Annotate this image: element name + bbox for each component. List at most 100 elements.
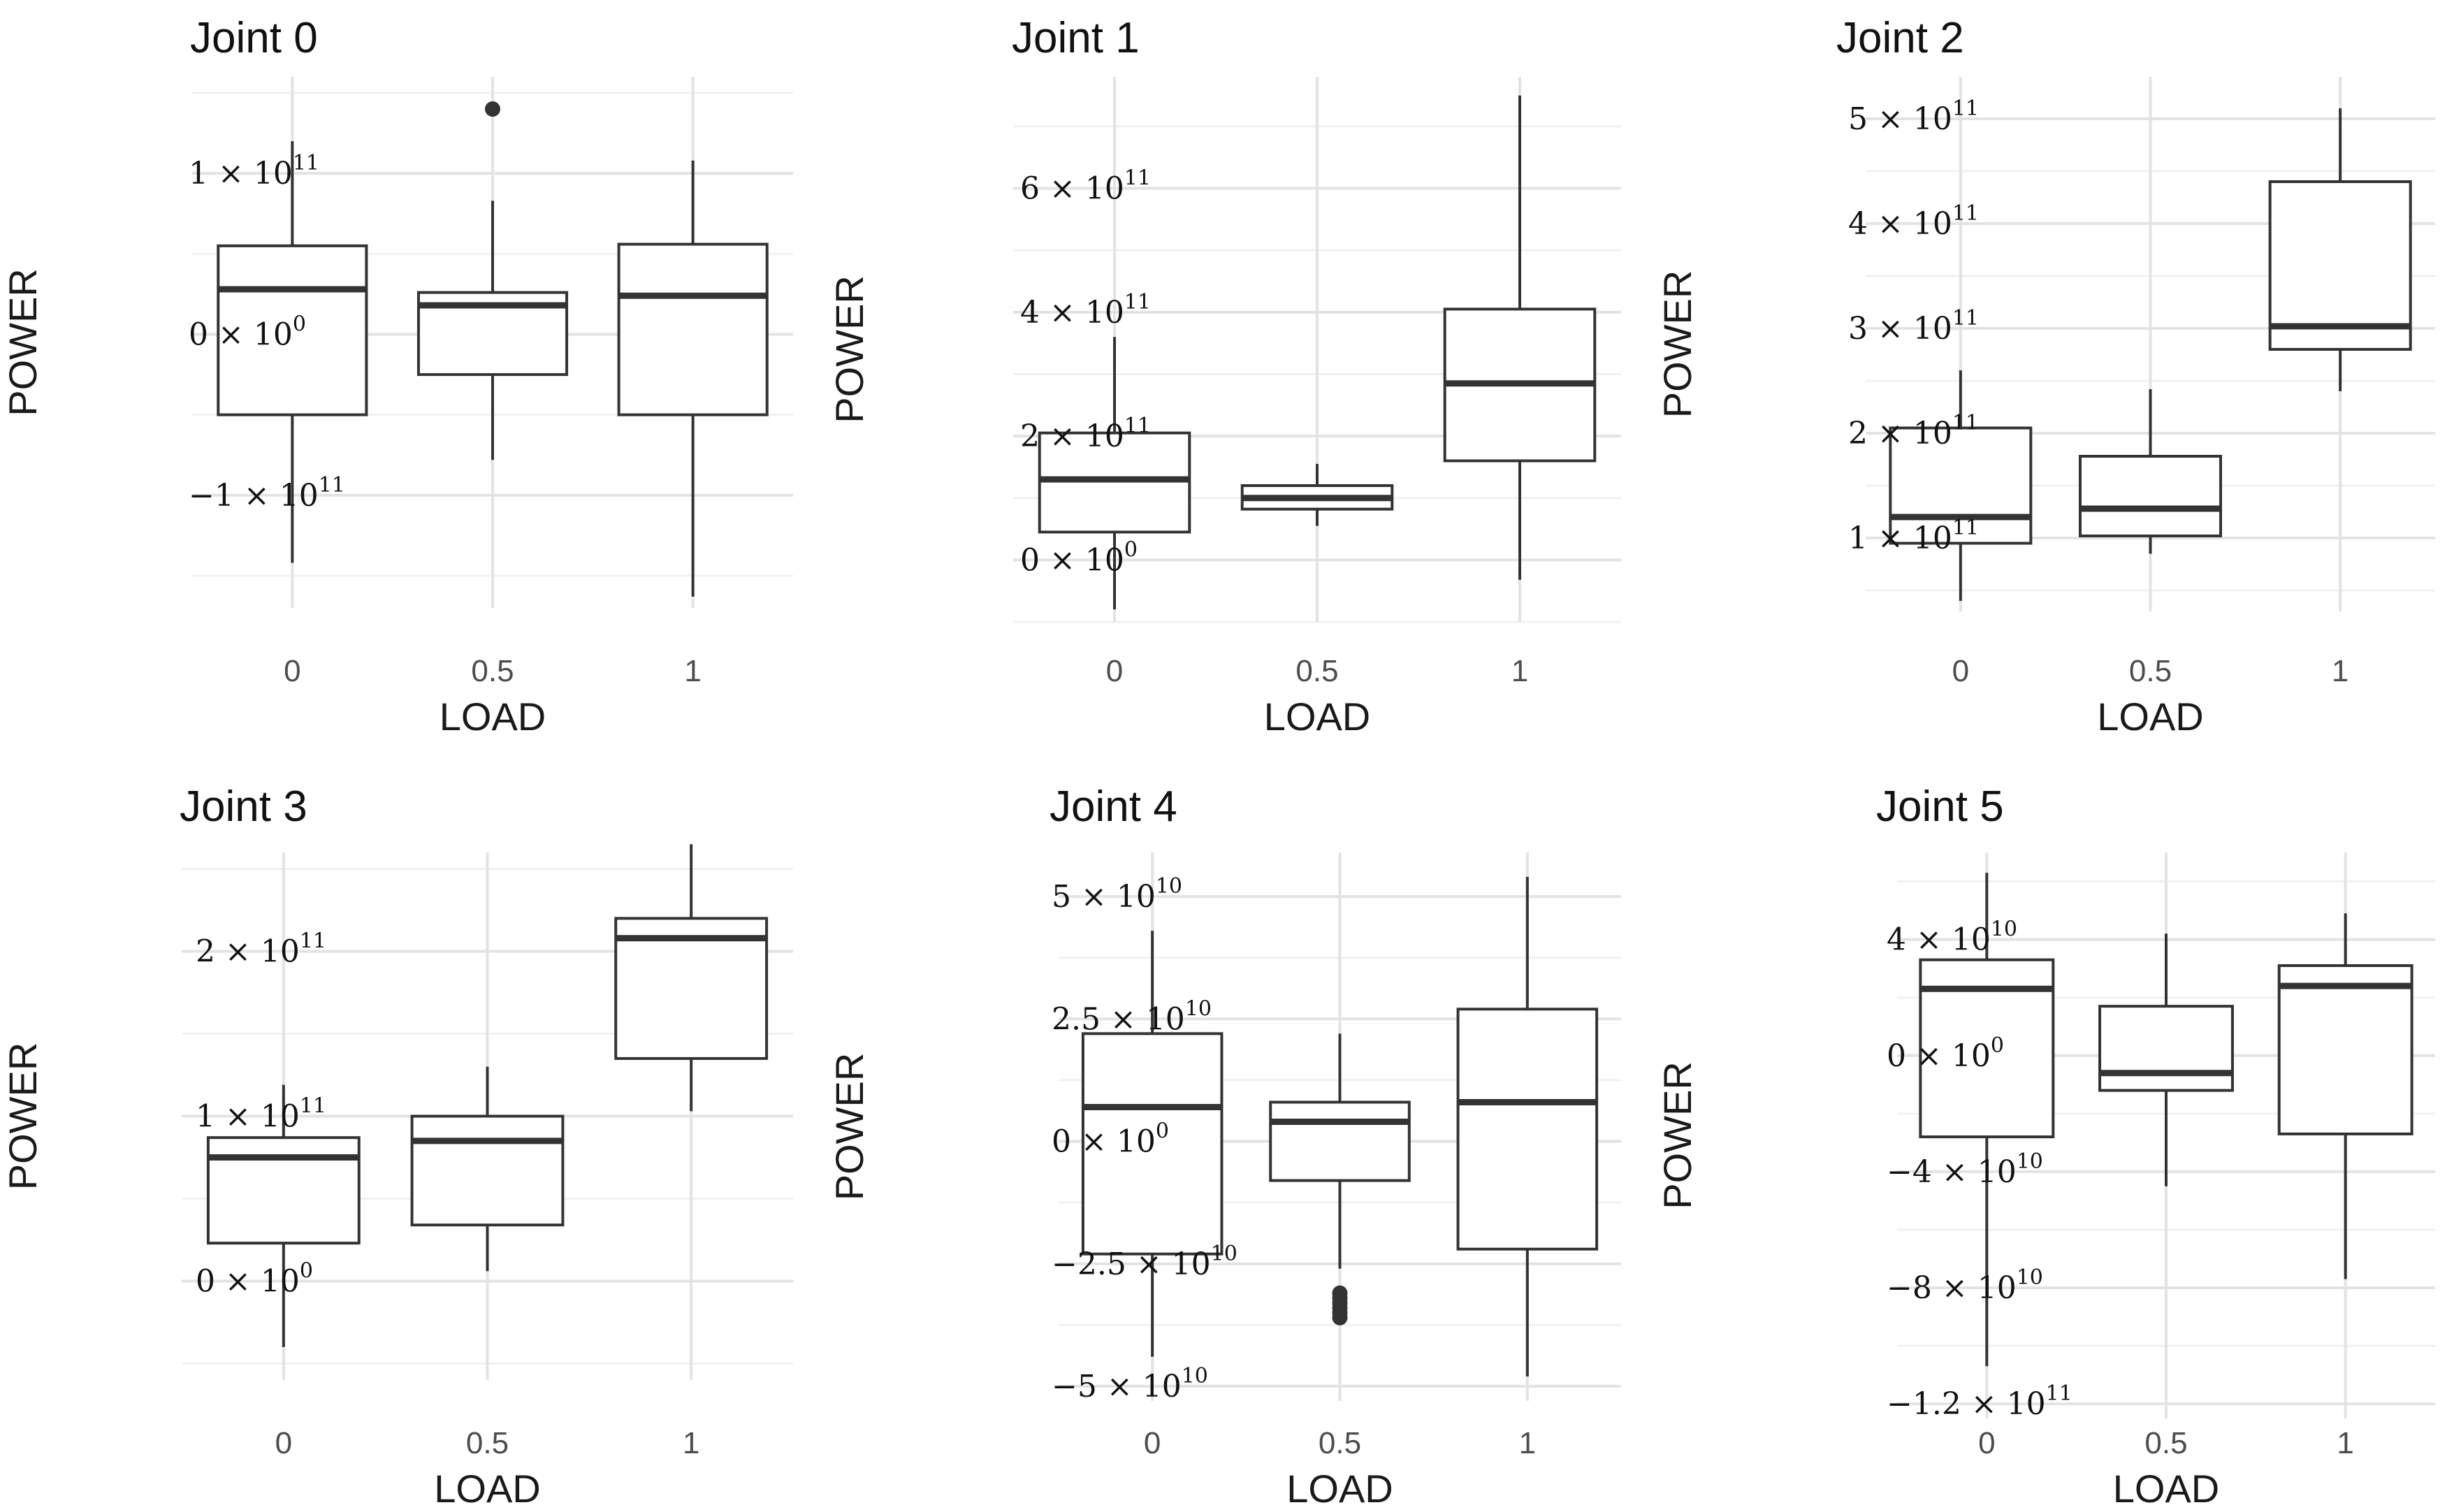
x-tick-label: 0 — [275, 1426, 292, 1460]
box-iqr — [2078, 455, 2223, 537]
x-tick-label: 0.5 — [1295, 654, 1338, 688]
y-tick-label: 2 × 1011 — [196, 929, 326, 970]
y-tick-label: −1 × 1011 — [189, 473, 345, 514]
y-tick-label: 4 × 1011 — [1848, 201, 1979, 242]
x-axis-title: LOAD — [2113, 1467, 2220, 1511]
y-tick-label: −8 × 1010 — [1887, 1265, 2043, 1306]
box-0 — [1038, 337, 1191, 610]
box-0 — [1081, 931, 1224, 1357]
box-iqr — [2098, 1005, 2234, 1092]
box-iqr — [1456, 1008, 1599, 1251]
y-tick-label: 0 × 100 — [1052, 1119, 1169, 1160]
panel-title: Joint 2 — [1836, 14, 1964, 62]
box-iqr — [614, 917, 769, 1060]
panel-joint-5: 4 × 1010 0 × 100 −4 × 1010 −8 × 1010 −1.2 × … — [1655, 783, 2435, 1511]
box-0.5 — [1240, 463, 1394, 526]
box-1 — [614, 844, 769, 1112]
x-tick-label: 1 — [683, 1426, 699, 1460]
y-tick-label: 5 × 1011 — [1848, 96, 1979, 137]
outlier-point — [485, 101, 500, 117]
x-tick-label: 0.5 — [2144, 1426, 2187, 1460]
panel-title: Joint 0 — [190, 14, 318, 62]
box-0.5 — [416, 101, 569, 460]
x-tick-label: 0.5 — [466, 1426, 509, 1460]
panel-joint-1: 6 × 1011 4 × 1011 2 × 1011 0 × 100 0 0.5 1LOAD… — [827, 14, 1621, 739]
y-tick-label: 0 × 100 — [1887, 1033, 2004, 1074]
box-iqr — [1889, 426, 2033, 545]
box-1 — [2268, 108, 2412, 391]
y-tick-label: 3 × 1011 — [1848, 306, 1979, 347]
y-tick-label: 5 × 1010 — [1052, 874, 1182, 915]
y-tick-label: 6 × 1011 — [1020, 166, 1151, 207]
y-tick-label: 0 × 100 — [196, 1258, 313, 1299]
y-axis-title: POWER — [1655, 1061, 1699, 1209]
y-tick-label: 0 × 100 — [1020, 537, 1138, 578]
y-tick-label: 2 × 1011 — [1848, 411, 1979, 451]
box-iqr — [410, 1114, 565, 1227]
box-1 — [617, 160, 769, 597]
box-0.5 — [1269, 1033, 1411, 1325]
box-iqr — [1081, 1032, 1224, 1256]
y-tick-label: 1 × 1011 — [196, 1094, 326, 1135]
y-tick-label: −1.2 × 1011 — [1887, 1381, 2072, 1422]
outlier-point — [1332, 1309, 1348, 1325]
y-tick-label: 4 × 1010 — [1887, 917, 2017, 958]
box-1 — [1456, 877, 1599, 1376]
x-tick-label: 0.5 — [2129, 654, 2172, 688]
x-tick-label: 1 — [1511, 654, 1528, 688]
box-iqr — [2268, 180, 2412, 351]
y-tick-label: 1 × 1011 — [189, 151, 319, 191]
box-0.5 — [2098, 933, 2234, 1186]
y-axis-title: POWER — [1, 1042, 45, 1191]
x-tick-label: 0.5 — [471, 654, 514, 688]
y-axis-title: POWER — [1, 268, 45, 416]
y-axis-title: POWER — [1655, 270, 1699, 419]
x-axis-title: LOAD — [434, 1467, 541, 1511]
y-axis-title: POWER — [827, 1053, 871, 1201]
x-axis-title: LOAD — [440, 695, 546, 739]
x-tick-label: 0 — [284, 654, 300, 688]
x-tick-label: 0 — [1144, 1426, 1161, 1460]
x-tick-label: 1 — [684, 654, 701, 688]
box-0 — [217, 141, 368, 563]
panel-title: Joint 5 — [1876, 783, 2004, 831]
x-tick-label: 1 — [2337, 1426, 2353, 1460]
y-tick-label: 2 × 1011 — [1020, 414, 1151, 454]
box-iqr — [617, 242, 769, 416]
x-tick-label: 0 — [1952, 654, 1969, 688]
panel-title: Joint 1 — [1012, 14, 1140, 62]
x-axis-title: LOAD — [1264, 695, 1371, 739]
box-iqr — [217, 244, 368, 416]
y-tick-label: −4 × 1010 — [1887, 1149, 2043, 1190]
box-0.5 — [2078, 389, 2223, 554]
x-tick-label: 0.5 — [1319, 1426, 1361, 1460]
box-0 — [1919, 873, 2055, 1367]
box-iqr — [2277, 964, 2413, 1135]
box-0 — [1889, 370, 2033, 601]
y-tick-label: −5 × 1010 — [1052, 1364, 1208, 1404]
box-0 — [206, 1084, 361, 1347]
y-tick-label: 0 × 100 — [189, 312, 306, 352]
y-tick-label: 4 × 1011 — [1020, 290, 1151, 330]
x-tick-label: 0 — [1978, 1426, 1995, 1460]
x-tick-label: 0 — [1106, 654, 1123, 688]
box-0.5 — [410, 1066, 565, 1272]
x-tick-label: 1 — [2332, 654, 2349, 688]
panel-joint-2: 5 × 1011 4 × 1011 3 × 1011 2 × 1011 1 × 1011… — [1655, 14, 2435, 739]
y-tick-label: −2.5 × 1010 — [1052, 1242, 1237, 1282]
panel-title: Joint 3 — [180, 783, 307, 831]
x-axis-title: LOAD — [1286, 1467, 1393, 1511]
x-tick-label: 1 — [1519, 1426, 1536, 1460]
box-iqr — [1269, 1100, 1411, 1182]
box-1 — [1443, 95, 1597, 580]
y-tick-label: 1 × 1011 — [1848, 516, 1979, 556]
box-1 — [2277, 913, 2413, 1279]
y-axis-title: POWER — [827, 275, 871, 423]
x-axis-title: LOAD — [2097, 695, 2204, 739]
panel-title: Joint 4 — [1050, 783, 1177, 831]
box-iqr — [206, 1136, 361, 1245]
